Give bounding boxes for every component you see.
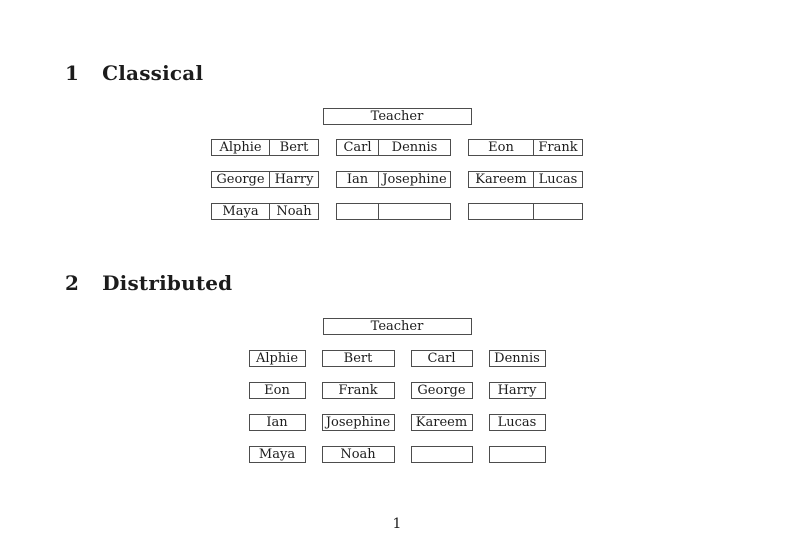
seat-cell: Ian [346, 172, 369, 187]
seat-box: Carl [410, 350, 473, 367]
seat-cell: Frank [533, 140, 582, 155]
seat-cell: Josephine [378, 172, 450, 187]
seat-box: George [410, 382, 473, 399]
seat-cell: Maya [222, 204, 259, 219]
seat-cell [337, 204, 378, 219]
teacher-box: Teacher [322, 318, 472, 335]
seat-cell: Carl [343, 140, 372, 155]
seat-box: Dennis [488, 350, 546, 367]
desk-pair: Eon Frank [468, 139, 583, 156]
seat-box: Maya [248, 446, 306, 463]
seat-cell: Noah [269, 204, 318, 219]
seat-box: Kareem [410, 414, 473, 431]
desk-pair: George Harry [211, 171, 319, 188]
seat-cell: Kareem [475, 172, 527, 187]
seat-cell [469, 204, 533, 219]
desk-pair: Ian Josephine [336, 171, 451, 188]
seat-cell [533, 204, 582, 219]
seat-box: Ian [248, 414, 306, 431]
classical-desk-grid: Alphie Bert Carl Dennis Eon Frank George… [211, 139, 583, 220]
desk-pair: Kareem Lucas [468, 171, 583, 188]
classical-seating-diagram: Teacher Alphie Bert Carl Dennis Eon Fran… [0, 108, 794, 220]
distributed-seating-diagram: Teacher Alphie Bert Carl Dennis Eon Fran… [0, 318, 794, 463]
seat-cell: Harry [269, 172, 318, 187]
seat-cell [378, 204, 450, 219]
section-number: 2 [65, 271, 80, 295]
seat-cell: Bert [269, 140, 318, 155]
seat-cell: Dennis [378, 140, 450, 155]
seat-box: Bert [321, 350, 395, 367]
seat-cell: George [216, 172, 265, 187]
section-heading-classical: 1 Classical [65, 61, 203, 85]
page-number: 1 [392, 516, 402, 532]
desk-pair-empty [336, 203, 451, 220]
seat-box: Lucas [488, 414, 546, 431]
section-number: 1 [65, 61, 80, 85]
teacher-box: Teacher [322, 108, 472, 125]
distributed-desk-grid: Alphie Bert Carl Dennis Eon Frank George… [248, 350, 546, 463]
desk-pair: Alphie Bert [211, 139, 319, 156]
section-title: Classical [102, 61, 204, 85]
seat-box: Alphie [248, 350, 306, 367]
desk-pair: Carl Dennis [336, 139, 451, 156]
seat-cell: Lucas [533, 172, 582, 187]
seat-box: Frank [321, 382, 395, 399]
section-heading-distributed: 2 Distributed [65, 271, 232, 295]
seat-box-empty [488, 446, 546, 463]
teacher-label: Teacher [370, 319, 424, 334]
seat-box: Eon [248, 382, 306, 399]
section-title: Distributed [102, 271, 233, 295]
seat-box: Noah [321, 446, 395, 463]
teacher-label: Teacher [370, 109, 424, 124]
seat-cell: Eon [488, 140, 514, 155]
desk-pair-empty [468, 203, 583, 220]
seat-box: Josephine [321, 414, 395, 431]
seat-box-empty [410, 446, 473, 463]
desk-pair: Maya Noah [211, 203, 319, 220]
seat-cell: Alphie [219, 140, 262, 155]
seat-box: Harry [488, 382, 546, 399]
